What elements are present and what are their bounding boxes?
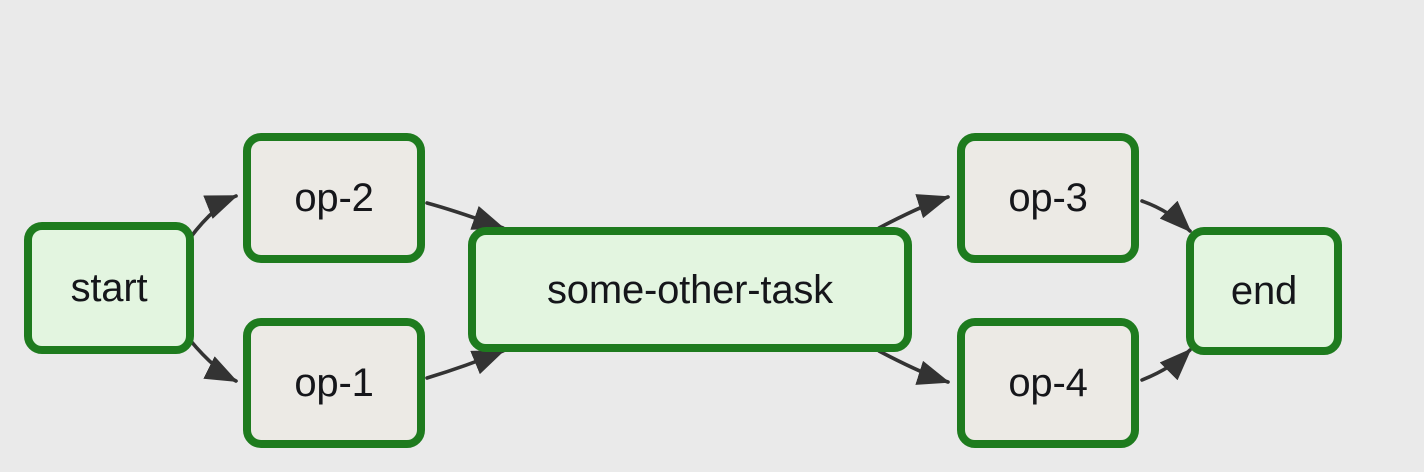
node-op-3[interactable]: op-3 — [957, 133, 1139, 263]
edge-op-1-to-some-other-task — [425, 349, 505, 380]
node-end[interactable]: end — [1186, 227, 1342, 355]
edge-some-other-task-to-op-3 — [877, 194, 951, 230]
edge-some-other-task-to-op-4 — [877, 349, 951, 385]
node-label-start: start — [70, 266, 148, 310]
edge-op-2-to-some-other-task — [425, 201, 506, 230]
node-op-1[interactable]: op-1 — [243, 318, 425, 448]
node-some-other-task[interactable]: some-other-task — [468, 227, 912, 352]
node-label-op-4: op-4 — [1008, 361, 1088, 405]
node-label-op-3: op-3 — [1008, 176, 1088, 220]
node-label-op-2: op-2 — [294, 176, 374, 220]
edge-op-3-to-end — [1140, 199, 1192, 233]
edge-start-to-op-1 — [188, 338, 238, 383]
node-label-op-1: op-1 — [294, 361, 374, 405]
node-label-some-other-task: some-other-task — [547, 267, 833, 312]
node-op-2[interactable]: op-2 — [243, 133, 425, 263]
edge-start-to-op-2 — [188, 194, 239, 240]
node-label-end: end — [1230, 269, 1298, 313]
node-start[interactable]: start — [24, 222, 194, 354]
edge-op-4-to-end — [1140, 348, 1192, 382]
node-op-4[interactable]: op-4 — [957, 318, 1139, 448]
